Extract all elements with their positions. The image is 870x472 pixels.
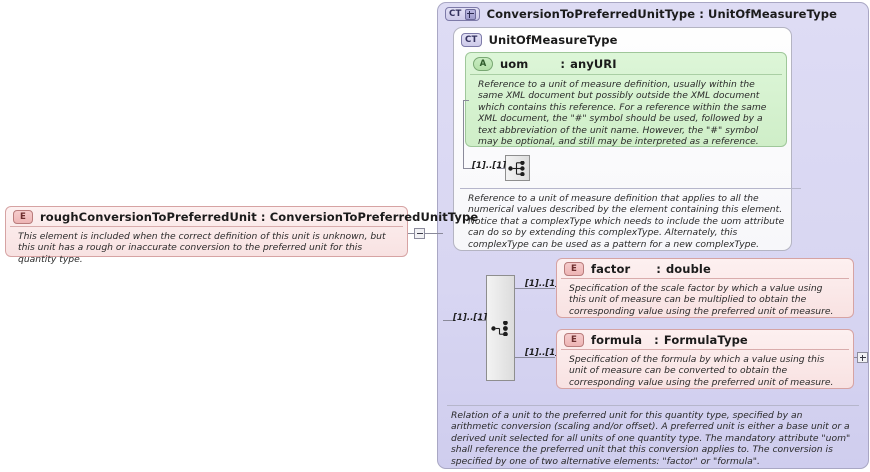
element-header-factor: E factor : double (557, 259, 853, 278)
occurrence-label-factor: [1]..[1] (525, 279, 560, 289)
sequence-glyph (508, 160, 525, 176)
occurrence-label-choice: [1]..[1] (453, 313, 488, 323)
attribute-documentation-uom: Reference to a unit of measure definitio… (470, 74, 782, 152)
element-badge-icon: E (564, 262, 584, 276)
collapse-root-toggle[interactable] (414, 228, 425, 239)
connector-line (497, 168, 505, 169)
attribute-box-uom[interactable]: A uom : anyURI Reference to a unit of me… (465, 52, 787, 147)
connector-line (408, 233, 415, 234)
connector-line (463, 168, 472, 169)
plus-icon[interactable] (464, 8, 476, 20)
attribute-name-uom: uom (500, 57, 529, 71)
element-badge-icon: E (564, 333, 584, 347)
choice-compositor-icon[interactable] (486, 275, 515, 381)
connector-line-factor (515, 288, 555, 289)
attribute-header-uom: A uom : anyURI (466, 53, 786, 74)
element-box-roughconversiontopreferredunit[interactable]: E roughConversionToPreferredUnit : Conve… (5, 206, 478, 265)
root-element-documentation: This element is included when the correc… (10, 226, 403, 270)
outer-type-header: CT ConversionToPreferredUnitType : UnitO… (438, 3, 868, 21)
element-type-formula: FormulaType (663, 333, 748, 347)
connector-line (478, 320, 486, 321)
element-documentation-factor: Specification of the scale factor by whi… (561, 278, 849, 322)
expand-formula-toggle[interactable] (857, 352, 868, 363)
element-badge-icon: E (13, 210, 33, 224)
element-type-factor: double (665, 262, 711, 276)
connector-line (463, 100, 469, 101)
element-header-formula: E formula : FormulaType (557, 330, 853, 349)
attribute-type-separator: : (560, 57, 566, 71)
occurrence-label-formula: [1]..[1] (525, 348, 560, 358)
attribute-type-uom: anyURI (570, 57, 617, 71)
complextype-badge-icon: CT (461, 33, 482, 47)
connector-line (463, 100, 464, 169)
element-documentation-formula: Specification of the formula by which a … (561, 349, 849, 393)
element-name-formula: formula (591, 333, 643, 347)
attribute-badge-icon: A (473, 57, 493, 71)
connector-line (443, 320, 453, 321)
element-box-formula[interactable]: E formula : FormulaType Specification of… (556, 329, 854, 389)
outer-type-documentation-wrap: Relation of a unit to the preferred unit… (443, 405, 863, 472)
inner-type-header: CT UnitOfMeasureType (454, 28, 791, 47)
element-name-factor: factor (591, 262, 631, 276)
root-element-title: roughConversionToPreferredUnit : Convers… (40, 210, 479, 224)
choice-glyph (491, 320, 508, 336)
inner-type-documentation: Reference to a unit of measure definitio… (460, 188, 801, 255)
connector-line (854, 357, 859, 358)
element-box-factor[interactable]: E factor : double Specification of the s… (556, 258, 854, 318)
outer-type-documentation: Relation of a unit to the preferred unit… (447, 405, 859, 472)
element-type-separator: : (656, 262, 661, 276)
connector-line-formula (515, 357, 555, 358)
sequence-compositor-icon[interactable] (505, 155, 530, 181)
connector-line (425, 233, 443, 234)
element-type-separator: : (654, 333, 659, 347)
outer-type-title: ConversionToPreferredUnitType : UnitOfMe… (486, 7, 837, 21)
occurrence-label-sequence: [1]..[1] (472, 161, 507, 171)
inner-type-title: UnitOfMeasureType (488, 33, 618, 47)
root-element-header: E roughConversionToPreferredUnit : Conve… (6, 207, 478, 226)
complextype-badge-icon: CT (445, 7, 480, 21)
